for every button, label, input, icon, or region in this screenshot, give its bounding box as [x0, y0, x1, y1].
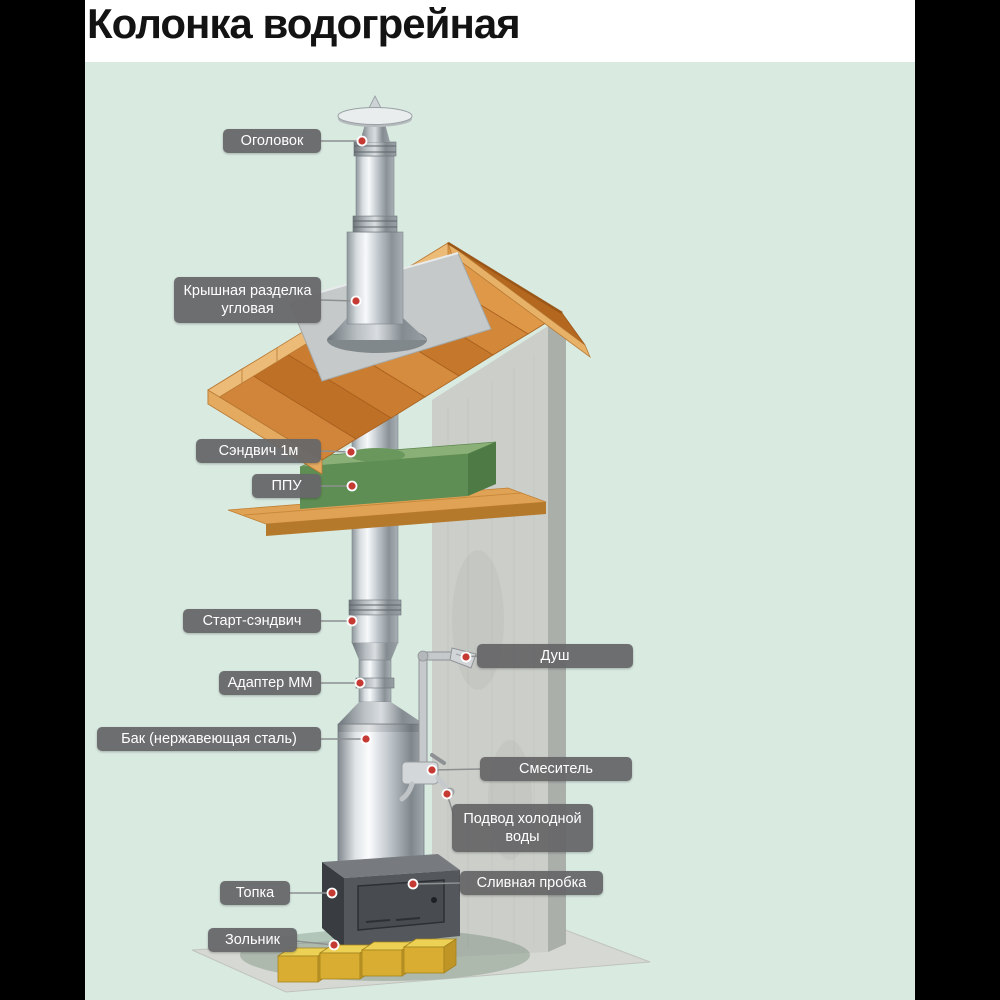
pointer-dot — [326, 887, 338, 899]
label-adapter-mm: Адаптер ММ — [219, 671, 321, 695]
concrete-column — [432, 326, 566, 958]
pointer-dot — [354, 677, 366, 689]
pointer-dot — [441, 788, 453, 800]
pointer-dot — [350, 295, 362, 307]
label-dush: Душ — [477, 644, 633, 668]
chimney-pipe-lower — [348, 399, 402, 703]
label-ppu: ППУ — [252, 474, 321, 498]
pointer-dots — [326, 135, 472, 951]
label-zolnik: Зольник — [208, 928, 297, 952]
label-ogolovok: Оголовок — [223, 129, 321, 153]
label-start-sandwich: Старт-сэндвич — [183, 609, 321, 633]
pointer-dot — [345, 446, 357, 458]
firebox — [322, 854, 460, 948]
label-bak: Бак (нержавеющая сталь) — [97, 727, 321, 751]
pointer-dot — [356, 135, 368, 147]
pointer-dot — [360, 733, 372, 745]
pointer-dot — [426, 764, 438, 776]
page-title: Колонка водогрейная — [87, 0, 521, 47]
water-tank — [337, 702, 425, 886]
door-handle — [431, 897, 437, 903]
insulation-box-ppu — [299, 441, 497, 509]
label-slivnaya-probka: Сливная пробка — [460, 871, 603, 895]
label-podvod-holodnoy-vody: Подвод холодной воды — [452, 804, 593, 852]
label-kryshnaya-razdelka: Крышная разделка угловая — [174, 277, 321, 323]
pointer-dot — [346, 480, 358, 492]
label-sandwich-1m: Сэндвич 1м — [196, 439, 321, 463]
pointer-dot — [346, 615, 358, 627]
pointer-dot — [407, 878, 419, 890]
pointer-dot — [328, 939, 340, 951]
bricks — [276, 938, 458, 983]
chimney-cap — [337, 95, 413, 142]
pointer-dot — [460, 651, 472, 663]
label-topka: Топка — [220, 881, 290, 905]
label-smesitel: Смеситель — [480, 757, 632, 781]
title-band: Колонка водогрейная — [85, 0, 915, 62]
chimney-pipe-upper — [346, 141, 404, 325]
